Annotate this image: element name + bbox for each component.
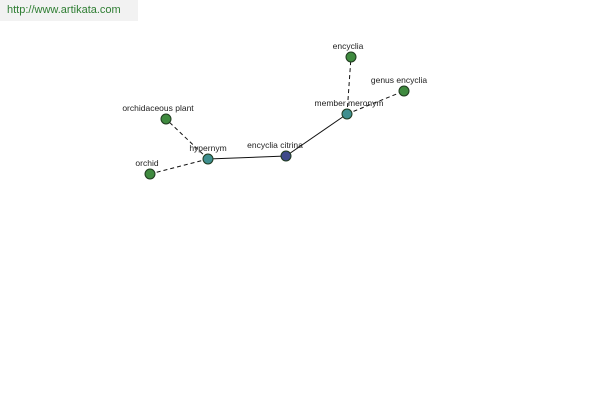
node-orchid[interactable] xyxy=(144,168,156,180)
edge-meronym-encyclia xyxy=(346,56,352,115)
edge-meronym-genus-encyclia xyxy=(346,90,405,115)
label-encyclia-citrina: encyclia citrina xyxy=(247,140,303,150)
label-encyclia: encyclia xyxy=(333,41,364,51)
node-encyclia[interactable] xyxy=(345,51,357,63)
node-hypernym[interactable] xyxy=(202,153,214,165)
node-genus-encyclia[interactable] xyxy=(398,85,410,97)
edge-hypernym-orchid xyxy=(149,158,209,175)
label-hypernym: hypernym xyxy=(189,143,226,153)
label-member-meronym: member meronym xyxy=(315,98,384,108)
node-orchidaceous-plant[interactable] xyxy=(160,113,172,125)
edge-center-hypernym xyxy=(207,155,287,160)
site-url-link[interactable]: http://www.artikata.com xyxy=(0,0,138,21)
edge-center-member-meronym xyxy=(285,113,348,157)
label-orchid: orchid xyxy=(135,158,158,168)
edge-hypernym-orchidaceous-plant xyxy=(165,118,209,160)
node-member-meronym[interactable] xyxy=(341,108,353,120)
node-encyclia-citrina[interactable] xyxy=(280,150,292,162)
label-orchidaceous-plant: orchidaceous plant xyxy=(122,103,194,113)
label-genus-encyclia: genus encyclia xyxy=(371,75,428,85)
